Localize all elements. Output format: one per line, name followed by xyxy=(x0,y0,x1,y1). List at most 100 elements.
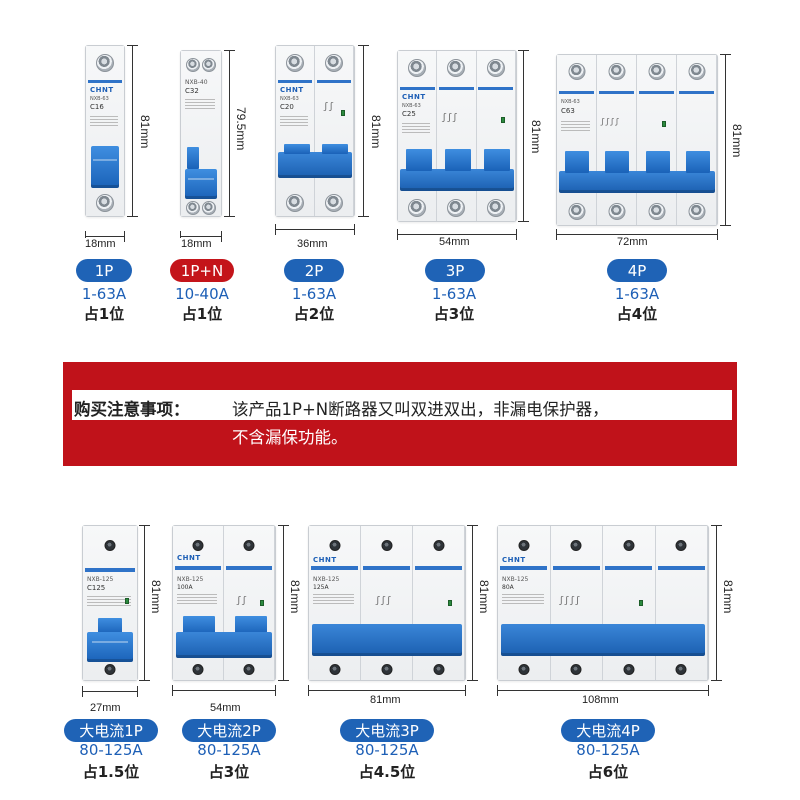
brand-label: CHNT xyxy=(402,93,426,101)
height-dimension-label: 81mm xyxy=(369,115,383,149)
height-dimension-label: 81mm xyxy=(138,115,152,149)
slot-count: 占2位 xyxy=(293,305,335,323)
width-dimension-label: 81mm xyxy=(369,694,402,706)
terminal-screw-icon xyxy=(648,63,665,80)
height-dimension-line xyxy=(139,525,150,681)
pole: CHNT NXB-63 C16 xyxy=(86,46,124,216)
slot-count: 占1位 xyxy=(181,305,223,323)
type-badge: 4P xyxy=(607,259,667,282)
type-badge: 2P xyxy=(284,259,344,282)
height-dimension-label: 81mm xyxy=(730,124,744,158)
terminal-screw-icon xyxy=(192,664,204,675)
type-badge: 1P+N xyxy=(170,259,234,282)
notice-box xyxy=(72,390,732,420)
rating-label: C20 xyxy=(280,103,294,111)
pole: NXB-40 C32 xyxy=(181,51,221,216)
slot-count: 占3位 xyxy=(208,763,250,781)
pole: NXB-125 C125 xyxy=(83,526,137,680)
width-dimension-line xyxy=(172,685,276,696)
pole: ʃʃʃ xyxy=(437,51,477,221)
terminal-screw-icon xyxy=(648,203,665,220)
terminal-screw-icon xyxy=(486,199,505,217)
terminal-screw-icon xyxy=(518,664,530,675)
terminal-screw-icon xyxy=(568,203,585,220)
terminal-screw-icon xyxy=(408,59,427,77)
model-label: NXB-125 xyxy=(502,576,529,583)
terminal-screw-icon xyxy=(623,664,635,675)
terminal-screw-icon xyxy=(433,664,444,675)
toggle-handle xyxy=(185,169,217,199)
height-dimension-label: 81mm xyxy=(288,580,302,614)
pole: ʃʃʃʃ xyxy=(597,55,637,225)
current-range: 10-40A xyxy=(175,285,229,303)
width-dimension-label: 36mm xyxy=(296,238,329,250)
height-dimension-line xyxy=(720,54,731,226)
breaker-large-2p: CHNT NXB-125 100A ʃʃ xyxy=(172,525,276,681)
pole: CHNT NXB-63 C20 xyxy=(276,46,315,216)
height-dimension-line xyxy=(518,50,529,222)
rating-label: C32 xyxy=(185,87,199,95)
width-dimension-label: 27mm xyxy=(89,702,122,714)
rating-label: 80A xyxy=(502,584,514,591)
terminal-screw-icon xyxy=(381,540,392,551)
height-dimension-line xyxy=(711,525,722,681)
terminal-screw-icon xyxy=(688,63,705,80)
width-dimension-label: 18mm xyxy=(180,238,213,250)
terminal-screw-icon xyxy=(243,664,255,675)
slot-count: 占4.5位 xyxy=(358,763,416,781)
type-badge: 大电流2P xyxy=(182,719,276,742)
terminal-screw-icon xyxy=(688,203,705,220)
height-dimension-line xyxy=(224,50,235,217)
slot-count: 占1.5位 xyxy=(82,763,140,781)
terminal-screw-icon xyxy=(186,58,200,72)
toggle-handle xyxy=(176,632,272,658)
model-label: NXB-63 xyxy=(280,96,299,102)
height-dimension-line xyxy=(467,525,478,681)
rating-label: C63 xyxy=(561,107,575,115)
pole xyxy=(655,526,708,680)
pole xyxy=(603,526,656,680)
height-dimension-label: 81mm xyxy=(529,120,543,154)
current-range: 1-63A xyxy=(614,285,660,303)
slot-count: 占6位 xyxy=(587,763,629,781)
pole xyxy=(476,51,516,221)
height-dimension-line xyxy=(278,525,289,681)
breaker-3p: CHNT NXB-63 C25 ʃʃʃ xyxy=(397,50,517,222)
current-range: 1-63A xyxy=(81,285,127,303)
breaker-4p: NXB-63 C63 ʃʃʃʃ xyxy=(556,54,718,226)
width-dimension-label: 108mm xyxy=(581,694,620,706)
notice-title: 购买注意事项： xyxy=(74,400,190,419)
slot-count: 占3位 xyxy=(433,305,475,323)
terminal-screw-icon xyxy=(568,63,585,80)
terminal-screw-icon xyxy=(486,59,505,77)
pole xyxy=(413,526,465,680)
pole: CHNT NXB-125 125A xyxy=(309,526,361,680)
width-dimension-line xyxy=(275,224,355,235)
model-label: NXB-125 xyxy=(313,576,340,583)
terminal-screw-icon xyxy=(329,664,340,675)
slot-count: 占4位 xyxy=(616,305,658,323)
current-range: 1-63A xyxy=(431,285,477,303)
terminal-screw-icon xyxy=(186,201,200,215)
toggle-handle xyxy=(90,146,120,188)
toggle-handle xyxy=(501,624,705,656)
type-badge: 大电流1P xyxy=(64,719,158,742)
terminal-screw-icon xyxy=(570,540,582,551)
brand-label: CHNT xyxy=(313,556,337,564)
current-range: 80-125A xyxy=(79,741,143,759)
terminal-screw-icon xyxy=(608,63,625,80)
terminal-screw-icon xyxy=(286,54,304,72)
rating-label: C16 xyxy=(90,103,104,111)
notice-line-1: 该产品1P+N断路器又叫双进双出，非漏电保护器， xyxy=(232,400,609,419)
type-badge: 3P xyxy=(425,259,485,282)
terminal-screw-icon xyxy=(518,540,530,551)
brand-label: CHNT xyxy=(90,86,114,94)
terminal-screw-icon xyxy=(192,540,204,551)
toggle-handle xyxy=(87,632,133,662)
width-dimension-line xyxy=(180,231,222,242)
terminal-screw-icon xyxy=(202,201,216,215)
rating-label: C25 xyxy=(402,110,416,118)
model-label: NXB-63 xyxy=(90,96,109,102)
rating-label: 100A xyxy=(177,584,193,591)
